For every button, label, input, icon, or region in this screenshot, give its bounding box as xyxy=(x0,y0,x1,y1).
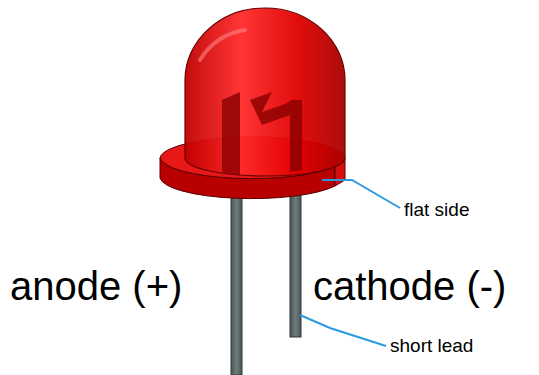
dome-highlight xyxy=(200,30,245,60)
leader-line xyxy=(322,180,400,208)
part-label: short lead xyxy=(390,336,473,355)
cathode-anvil xyxy=(250,92,302,172)
part-label: flat side xyxy=(404,200,469,219)
leader-line xyxy=(300,315,386,346)
pin-label: anode (+) xyxy=(10,266,182,306)
anode-post xyxy=(222,92,240,176)
pin-label: cathode (-) xyxy=(313,266,506,306)
led-dome xyxy=(185,8,345,176)
anode-lead xyxy=(231,170,242,375)
